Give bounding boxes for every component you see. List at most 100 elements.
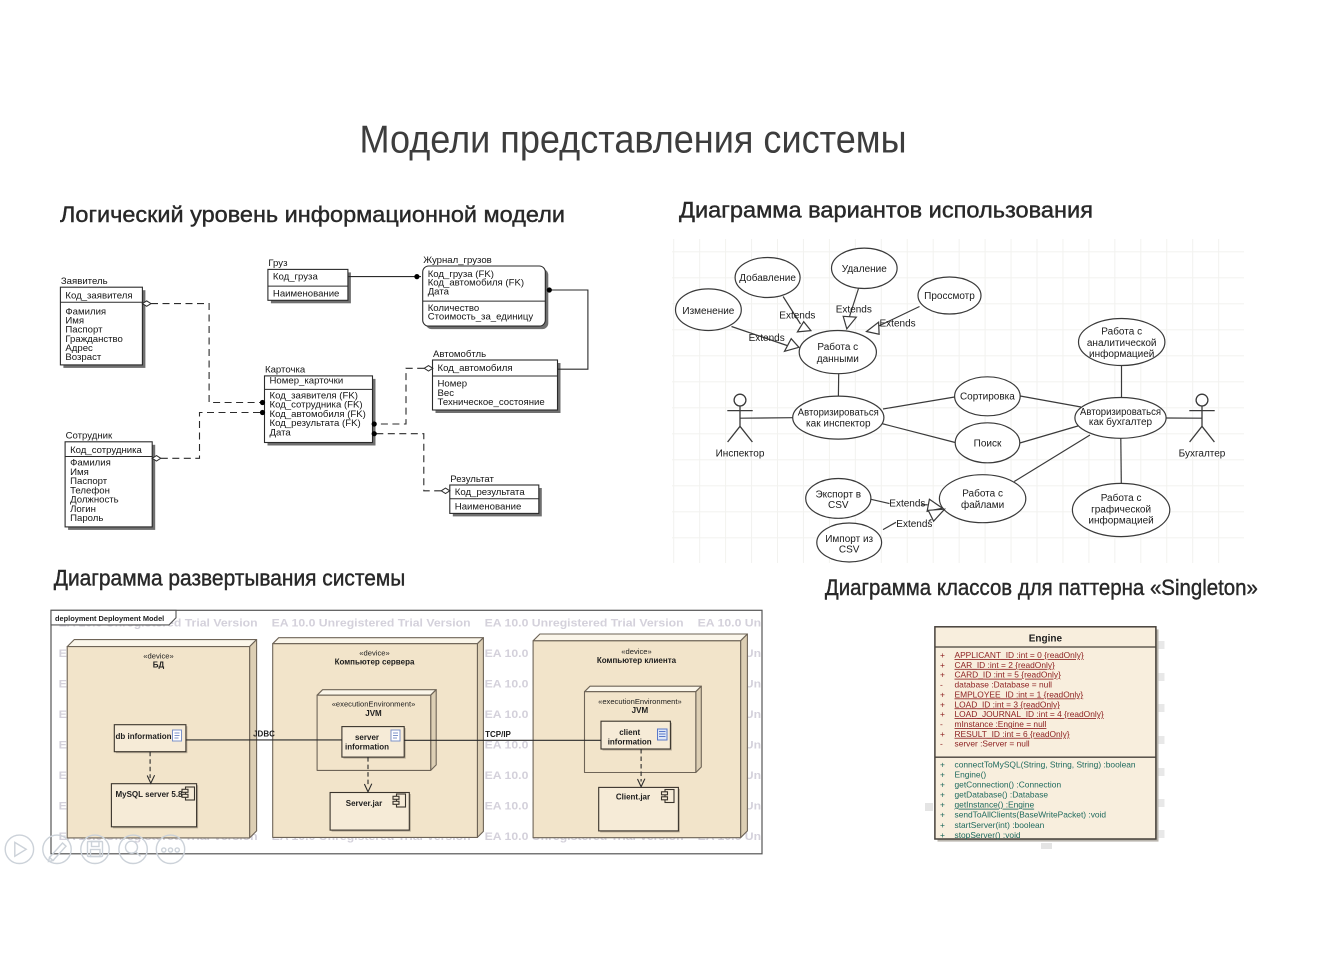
svg-text:Фамилия: Фамилия — [65, 306, 106, 317]
svg-text:Работа с: Работа с — [1101, 492, 1142, 504]
svg-text:Импорт из: Импорт из — [825, 534, 873, 545]
svg-text:информацией: информацией — [1089, 348, 1154, 360]
svg-text:+: + — [940, 800, 945, 810]
svg-text:Client.jar: Client.jar — [616, 793, 650, 802]
svg-text:Дата: Дата — [428, 286, 450, 297]
svg-text:Extends: Extends — [880, 319, 916, 330]
svg-text:Результат: Результат — [450, 474, 494, 485]
svg-text:Engine(): Engine() — [955, 770, 987, 780]
svg-text:файлами: файлами — [961, 499, 1004, 511]
svg-text:RESULT_ID :int = 6 {readOnly}: RESULT_ID :int = 6 {readOnly} — [955, 729, 1070, 739]
svg-text:Должность: Должность — [70, 495, 119, 506]
svg-text:stopServer() :void: stopServer() :void — [955, 830, 1021, 840]
svg-text:JVM: JVM — [632, 706, 649, 715]
svg-text:БД: БД — [153, 661, 165, 670]
svg-text:+: + — [940, 699, 945, 709]
svg-text:-: - — [940, 739, 943, 749]
svg-text:Дата: Дата — [270, 427, 292, 438]
svg-text:Автомобтль: Автомобтль — [433, 349, 486, 360]
svg-text:Код_груза (FK): Код_груза (FK) — [428, 269, 494, 280]
svg-text:Поиск: Поиск — [974, 438, 1002, 449]
svg-text:Пароль: Пароль — [70, 513, 103, 524]
svg-text:CARD_ID :int = 5 {readOnly}: CARD_ID :int = 5 {readOnly} — [955, 670, 1062, 680]
svg-text:Диаграмма вариантов использова: Диаграмма вариантов использования — [679, 197, 1093, 222]
svg-text:+: + — [940, 830, 945, 840]
svg-text:Наименование: Наименование — [455, 502, 522, 513]
svg-text:информацией: информацией — [1088, 515, 1153, 527]
svg-text:как инспектор: как инспектор — [806, 419, 871, 430]
svg-text:TCP/IP: TCP/IP — [485, 730, 511, 739]
svg-text:EA 10.0 Unregistered Trial Ver: EA 10.0 Unregistered Trial Version — [698, 618, 897, 630]
svg-text:Адрес: Адрес — [65, 343, 93, 354]
svg-text:EMPLOYEE_ID :int = 1 {readOnl: EMPLOYEE_ID :int = 1 {readOnly} — [955, 689, 1084, 699]
svg-text:Код_автомобиля (FK): Код_автомобиля (FK) — [270, 409, 366, 420]
svg-text:CSV: CSV — [828, 500, 849, 511]
svg-text:Компьютер клиента: Компьютер клиента — [597, 656, 677, 665]
svg-text:Extends: Extends — [896, 519, 932, 530]
svg-text:+: + — [940, 820, 945, 830]
svg-text:Engine: Engine — [1029, 634, 1063, 645]
svg-text:Проссмотр: Проссмотр — [924, 291, 975, 302]
svg-text:Добавление: Добавление — [739, 272, 796, 284]
svg-text:EA 10.0 Unregistered Trial Ver: EA 10.0 Unregistered Trial Version — [485, 618, 684, 630]
svg-text:«executionEnvironment»: «executionEnvironment» — [332, 700, 416, 709]
svg-text:Работа с: Работа с — [817, 341, 858, 353]
svg-text:Extends: Extends — [889, 499, 925, 510]
svg-text:+: + — [940, 729, 945, 739]
svg-text:Изменение: Изменение — [682, 306, 734, 317]
svg-text:Сортировка: Сортировка — [960, 392, 1015, 403]
svg-text:Код_сотрудника: Код_сотрудника — [70, 445, 142, 456]
svg-text:database :Database = null: database :Database = null — [955, 680, 1053, 690]
svg-text:mInstance :Engine = null: mInstance :Engine = null — [955, 719, 1047, 729]
svg-text:LOAD_ID :int = 3 {readOnly}: LOAD_ID :int = 3 {readOnly} — [955, 699, 1061, 709]
svg-text:Код_результата (FK): Код_результата (FK) — [270, 418, 361, 429]
svg-text:Логический уровень информацион: Логический уровень информационной модели — [60, 202, 565, 227]
svg-text:-: - — [940, 719, 943, 729]
svg-text:Модели представления системы: Модели представления системы — [360, 118, 907, 161]
svg-text:Код_груза: Код_груза — [273, 272, 319, 283]
svg-text:Удаление: Удаление — [842, 264, 887, 275]
svg-text:Сотрудник: Сотрудник — [66, 431, 113, 442]
svg-text:deployment Deployment Model: deployment Deployment Model — [55, 614, 164, 623]
svg-text:графической: графической — [1091, 503, 1151, 515]
svg-text:Гражданство: Гражданство — [65, 334, 123, 345]
svg-text:Фамилия: Фамилия — [70, 458, 111, 469]
svg-text:startServer(int) :boolean: startServer(int) :boolean — [955, 820, 1045, 830]
svg-text:Журнал_грузов: Журнал_грузов — [423, 255, 492, 266]
svg-text:+: + — [940, 810, 945, 820]
svg-text:Extends: Extends — [836, 304, 872, 315]
svg-text:getInstance() :Engine: getInstance() :Engine — [955, 800, 1035, 810]
svg-text:Диаграмма развертывания систем: Диаграмма развертывания системы — [54, 565, 406, 590]
svg-text:Наименование: Наименование — [273, 289, 340, 300]
svg-text:Авторизироваться: Авторизироваться — [798, 408, 879, 419]
svg-text:+: + — [940, 770, 945, 780]
svg-text:«executionEnvironment»: «executionEnvironment» — [598, 697, 682, 706]
svg-text:Груз: Груз — [268, 258, 288, 269]
svg-text:Инспектор: Инспектор — [716, 449, 765, 460]
svg-text:information: information — [608, 738, 652, 747]
svg-text:Код_автомобиля: Код_автомобиля — [438, 363, 513, 374]
svg-text:Server.jar: Server.jar — [346, 799, 382, 808]
svg-text:information: information — [345, 742, 389, 751]
svg-text:Техническое_состояние: Техническое_состояние — [438, 397, 545, 408]
svg-text:+: + — [940, 670, 945, 680]
svg-text:Работа с: Работа с — [1101, 326, 1142, 338]
svg-text:Количество: Количество — [428, 303, 480, 314]
svg-text:LOAD_JOURNAL_ID :int = 4 {rea: LOAD_JOURNAL_ID :int = 4 {readOnly} — [955, 709, 1104, 719]
svg-text:Код_заявителя: Код_заявителя — [65, 291, 132, 302]
svg-text:Телефон: Телефон — [70, 485, 110, 496]
svg-text:+: + — [940, 689, 945, 699]
svg-text:EA 10.0 Unregistered Trial Ver: EA 10.0 Unregistered Trial Version — [272, 618, 471, 630]
svg-text:Код_автомобиля (FK): Код_автомобиля (FK) — [428, 278, 524, 289]
svg-text:Паспорт: Паспорт — [65, 325, 103, 336]
svg-text:Код_результата: Код_результата — [455, 487, 526, 498]
svg-text:MySQL server 5.8: MySQL server 5.8 — [115, 790, 183, 799]
svg-text:JDBC: JDBC — [253, 730, 275, 739]
svg-text:+: + — [940, 780, 945, 790]
svg-text:CSV: CSV — [839, 545, 860, 556]
svg-text:-: - — [940, 680, 943, 690]
svg-text:данными: данными — [817, 354, 859, 365]
svg-text:server: server — [355, 733, 379, 742]
svg-text:«device»: «device» — [143, 651, 173, 660]
svg-text:Стоимость_за_единицу: Стоимость_за_единицу — [428, 312, 534, 323]
